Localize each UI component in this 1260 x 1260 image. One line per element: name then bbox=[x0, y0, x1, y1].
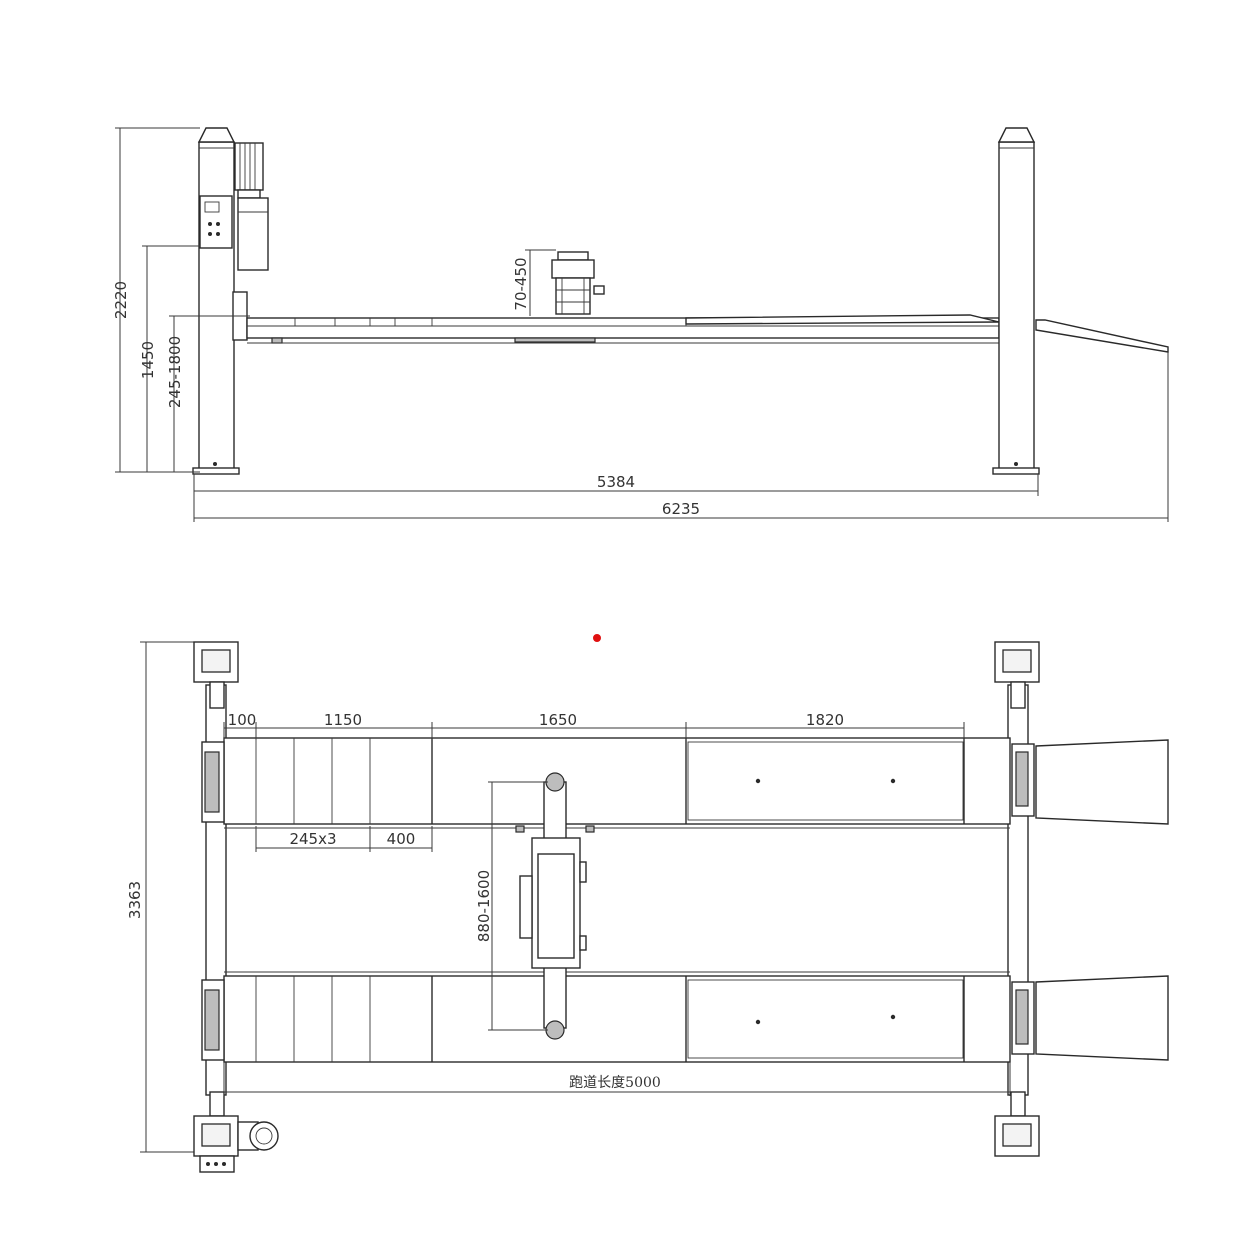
side-view: 2220 1450 245-1800 70-450 5384 6235 bbox=[112, 127, 1169, 522]
segment-dims bbox=[223, 722, 965, 852]
side-length-dims bbox=[193, 474, 1168, 522]
dim-post-span: 5384 bbox=[597, 473, 635, 491]
post-top-right bbox=[994, 641, 1040, 709]
dim-total-length: 6235 bbox=[662, 500, 700, 518]
rolling-jack-side bbox=[551, 251, 605, 315]
runway-bottom bbox=[201, 971, 1035, 1063]
dim-seg-d: 1820 bbox=[806, 711, 844, 729]
motor-unit bbox=[234, 142, 269, 271]
dim-seg-b: 1150 bbox=[324, 711, 362, 729]
top-view: 3363 bbox=[126, 641, 1169, 1173]
ramp-side bbox=[1035, 319, 1169, 353]
post-top-left bbox=[193, 641, 239, 709]
post-bottom-right bbox=[994, 1091, 1040, 1157]
post-bottom-left bbox=[193, 1091, 239, 1173]
runway-side bbox=[246, 314, 1000, 344]
runway-length-dim bbox=[223, 1062, 1011, 1096]
dim-platform-height: 1450 bbox=[139, 341, 157, 379]
runway-top bbox=[201, 737, 1035, 829]
dim-total-width: 3363 bbox=[126, 881, 144, 919]
red-marker-dot bbox=[593, 634, 601, 642]
dim-slot-last: 400 bbox=[387, 830, 416, 848]
dim-slot-spacing: 245x3 bbox=[289, 830, 336, 848]
side-height-dims bbox=[115, 127, 1169, 522]
dim-total-height: 2220 bbox=[112, 281, 130, 319]
dim-jack-track: 880-1600 bbox=[475, 870, 493, 942]
left-post bbox=[192, 127, 240, 475]
dim-jack-stroke: 70-450 bbox=[512, 257, 530, 310]
motor-top-view bbox=[237, 1121, 279, 1151]
ramp-top-upper bbox=[1035, 739, 1169, 825]
dim-adjust-range: 245-1800 bbox=[166, 336, 184, 408]
right-post bbox=[992, 127, 1040, 475]
jack-track-dim bbox=[488, 781, 548, 1031]
dim-runway-length: 跑道长度5000 bbox=[569, 1075, 661, 1091]
control-box bbox=[199, 195, 233, 249]
dim-seg-c: 1650 bbox=[539, 711, 577, 729]
ramp-top-lower bbox=[1035, 975, 1169, 1061]
rolling-jack-top bbox=[515, 772, 595, 1040]
dim-seg-a: 100 bbox=[228, 711, 257, 729]
